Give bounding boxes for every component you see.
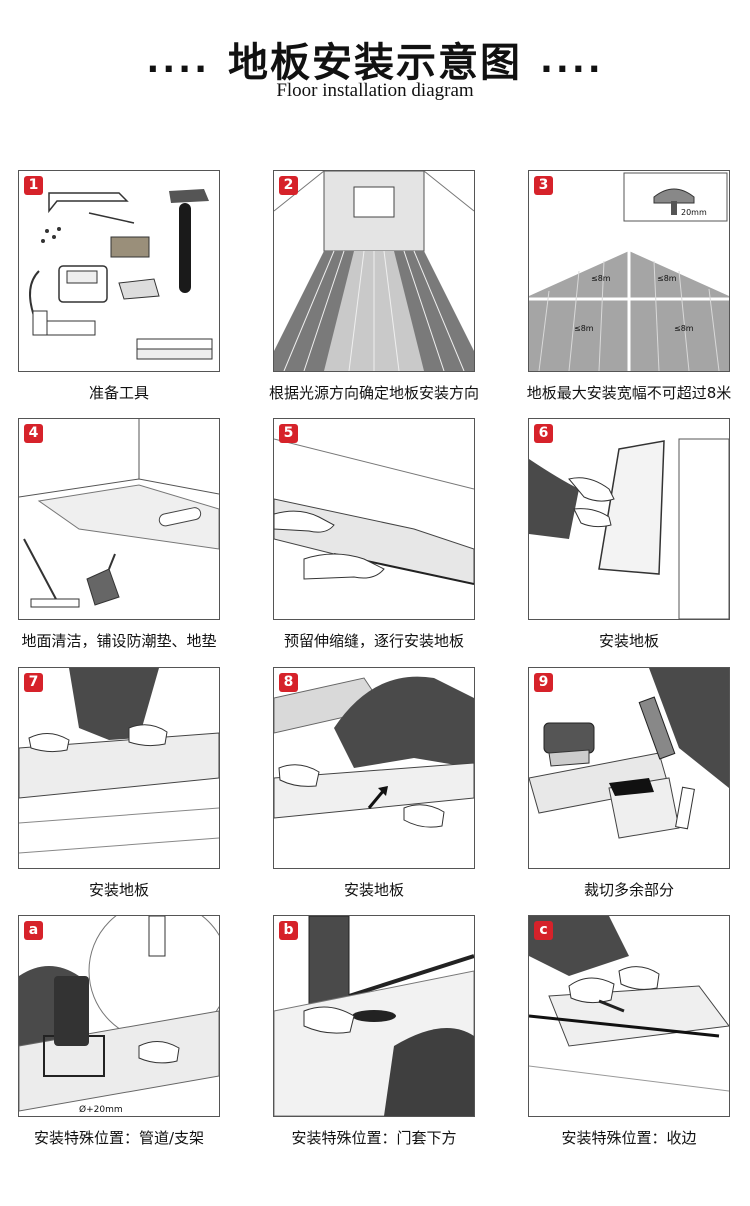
step-badge: 6: [534, 424, 553, 443]
step-7-panel: 7: [18, 667, 220, 869]
floor-width-icon: 20mm ≤8m ≤8m ≤8m ≤8m: [529, 172, 729, 371]
title-dots-left: ....: [146, 41, 210, 81]
edge-trim-icon: [529, 916, 729, 1092]
step-badge: 8: [279, 673, 298, 692]
title-row: .... 地板安装示意图....: [0, 30, 750, 88]
width-label: ≤8m: [674, 324, 694, 333]
step-caption: 安装地板: [598, 632, 659, 650]
page-subtitle: Floor installation diagram: [276, 80, 474, 101]
step-caption: 根据光源方向确定地板安装方向: [268, 384, 479, 402]
step-badge: 9: [534, 673, 553, 692]
step-caption: 准备工具: [88, 384, 149, 402]
step-badge: 1: [24, 176, 43, 195]
step-badge: 5: [279, 424, 298, 443]
install-plank-icon: [529, 438, 729, 619]
step-caption: 安装地板: [88, 881, 149, 899]
step-c-panel: c: [528, 915, 730, 1117]
step-9-panel: 9: [528, 667, 730, 869]
step-caption: 安装地板: [343, 881, 404, 899]
step-badge: a: [24, 921, 43, 940]
step-caption: 预留伸缩缝，逐行安装地板: [283, 632, 464, 650]
step-6-panel: 6: [528, 418, 730, 620]
step-badge: c: [534, 921, 553, 940]
page-title: 地板安装示意图: [228, 40, 522, 86]
width-label: ≤8m: [591, 274, 611, 283]
step-caption: 地面清洁，铺设防潮垫、地垫: [21, 632, 217, 650]
step-caption: 安装特殊位置：管道/支架: [33, 1129, 205, 1147]
step-3-panel: 3 20mm ≤8m ≤8m ≤8m ≤8m: [528, 170, 730, 372]
pipe-cut-icon: Ø+20mm: [19, 916, 219, 1115]
cleaning-icon: [19, 419, 219, 608]
step-8-panel: 8: [273, 667, 475, 869]
step-caption: 安装特殊位置：门套下方: [291, 1129, 457, 1147]
hole-size-label: Ø+20mm: [79, 1104, 123, 1115]
room-perspective-icon: [274, 171, 474, 371]
install-plank-icon: [19, 668, 219, 854]
step-2-panel: 2: [273, 170, 475, 372]
step-4-panel: 4: [18, 418, 220, 620]
expansion-gap-label: 20mm: [681, 208, 707, 217]
header: .... 地板安装示意图.... Floor installation diagr…: [0, 0, 750, 120]
step-1-panel: 1: [18, 170, 220, 372]
step-caption: 裁切多余部分: [583, 881, 674, 899]
step-badge: b: [279, 921, 298, 940]
step-caption: 安装特殊位置：收边: [561, 1129, 697, 1147]
step-badge: 7: [24, 673, 43, 692]
step-badge: 3: [534, 176, 553, 195]
push-plank-icon: [274, 676, 474, 828]
step-badge: 4: [24, 424, 43, 443]
tools-icon: [29, 189, 213, 360]
expansion-gap-icon: [274, 438, 474, 585]
step-a-panel: a Ø+20mm: [18, 915, 220, 1117]
width-label: ≤8m: [657, 274, 677, 283]
step-badge: 2: [279, 176, 298, 195]
step-5-panel: 5: [273, 418, 475, 620]
width-label: ≤8m: [574, 324, 594, 333]
saw-icon: [529, 668, 729, 839]
step-b-panel: b: [273, 915, 475, 1117]
step-caption: 地板最大安装宽幅不可超过8米: [526, 384, 732, 402]
title-dots-right: ....: [540, 41, 604, 81]
door-frame-icon: [274, 916, 474, 1116]
